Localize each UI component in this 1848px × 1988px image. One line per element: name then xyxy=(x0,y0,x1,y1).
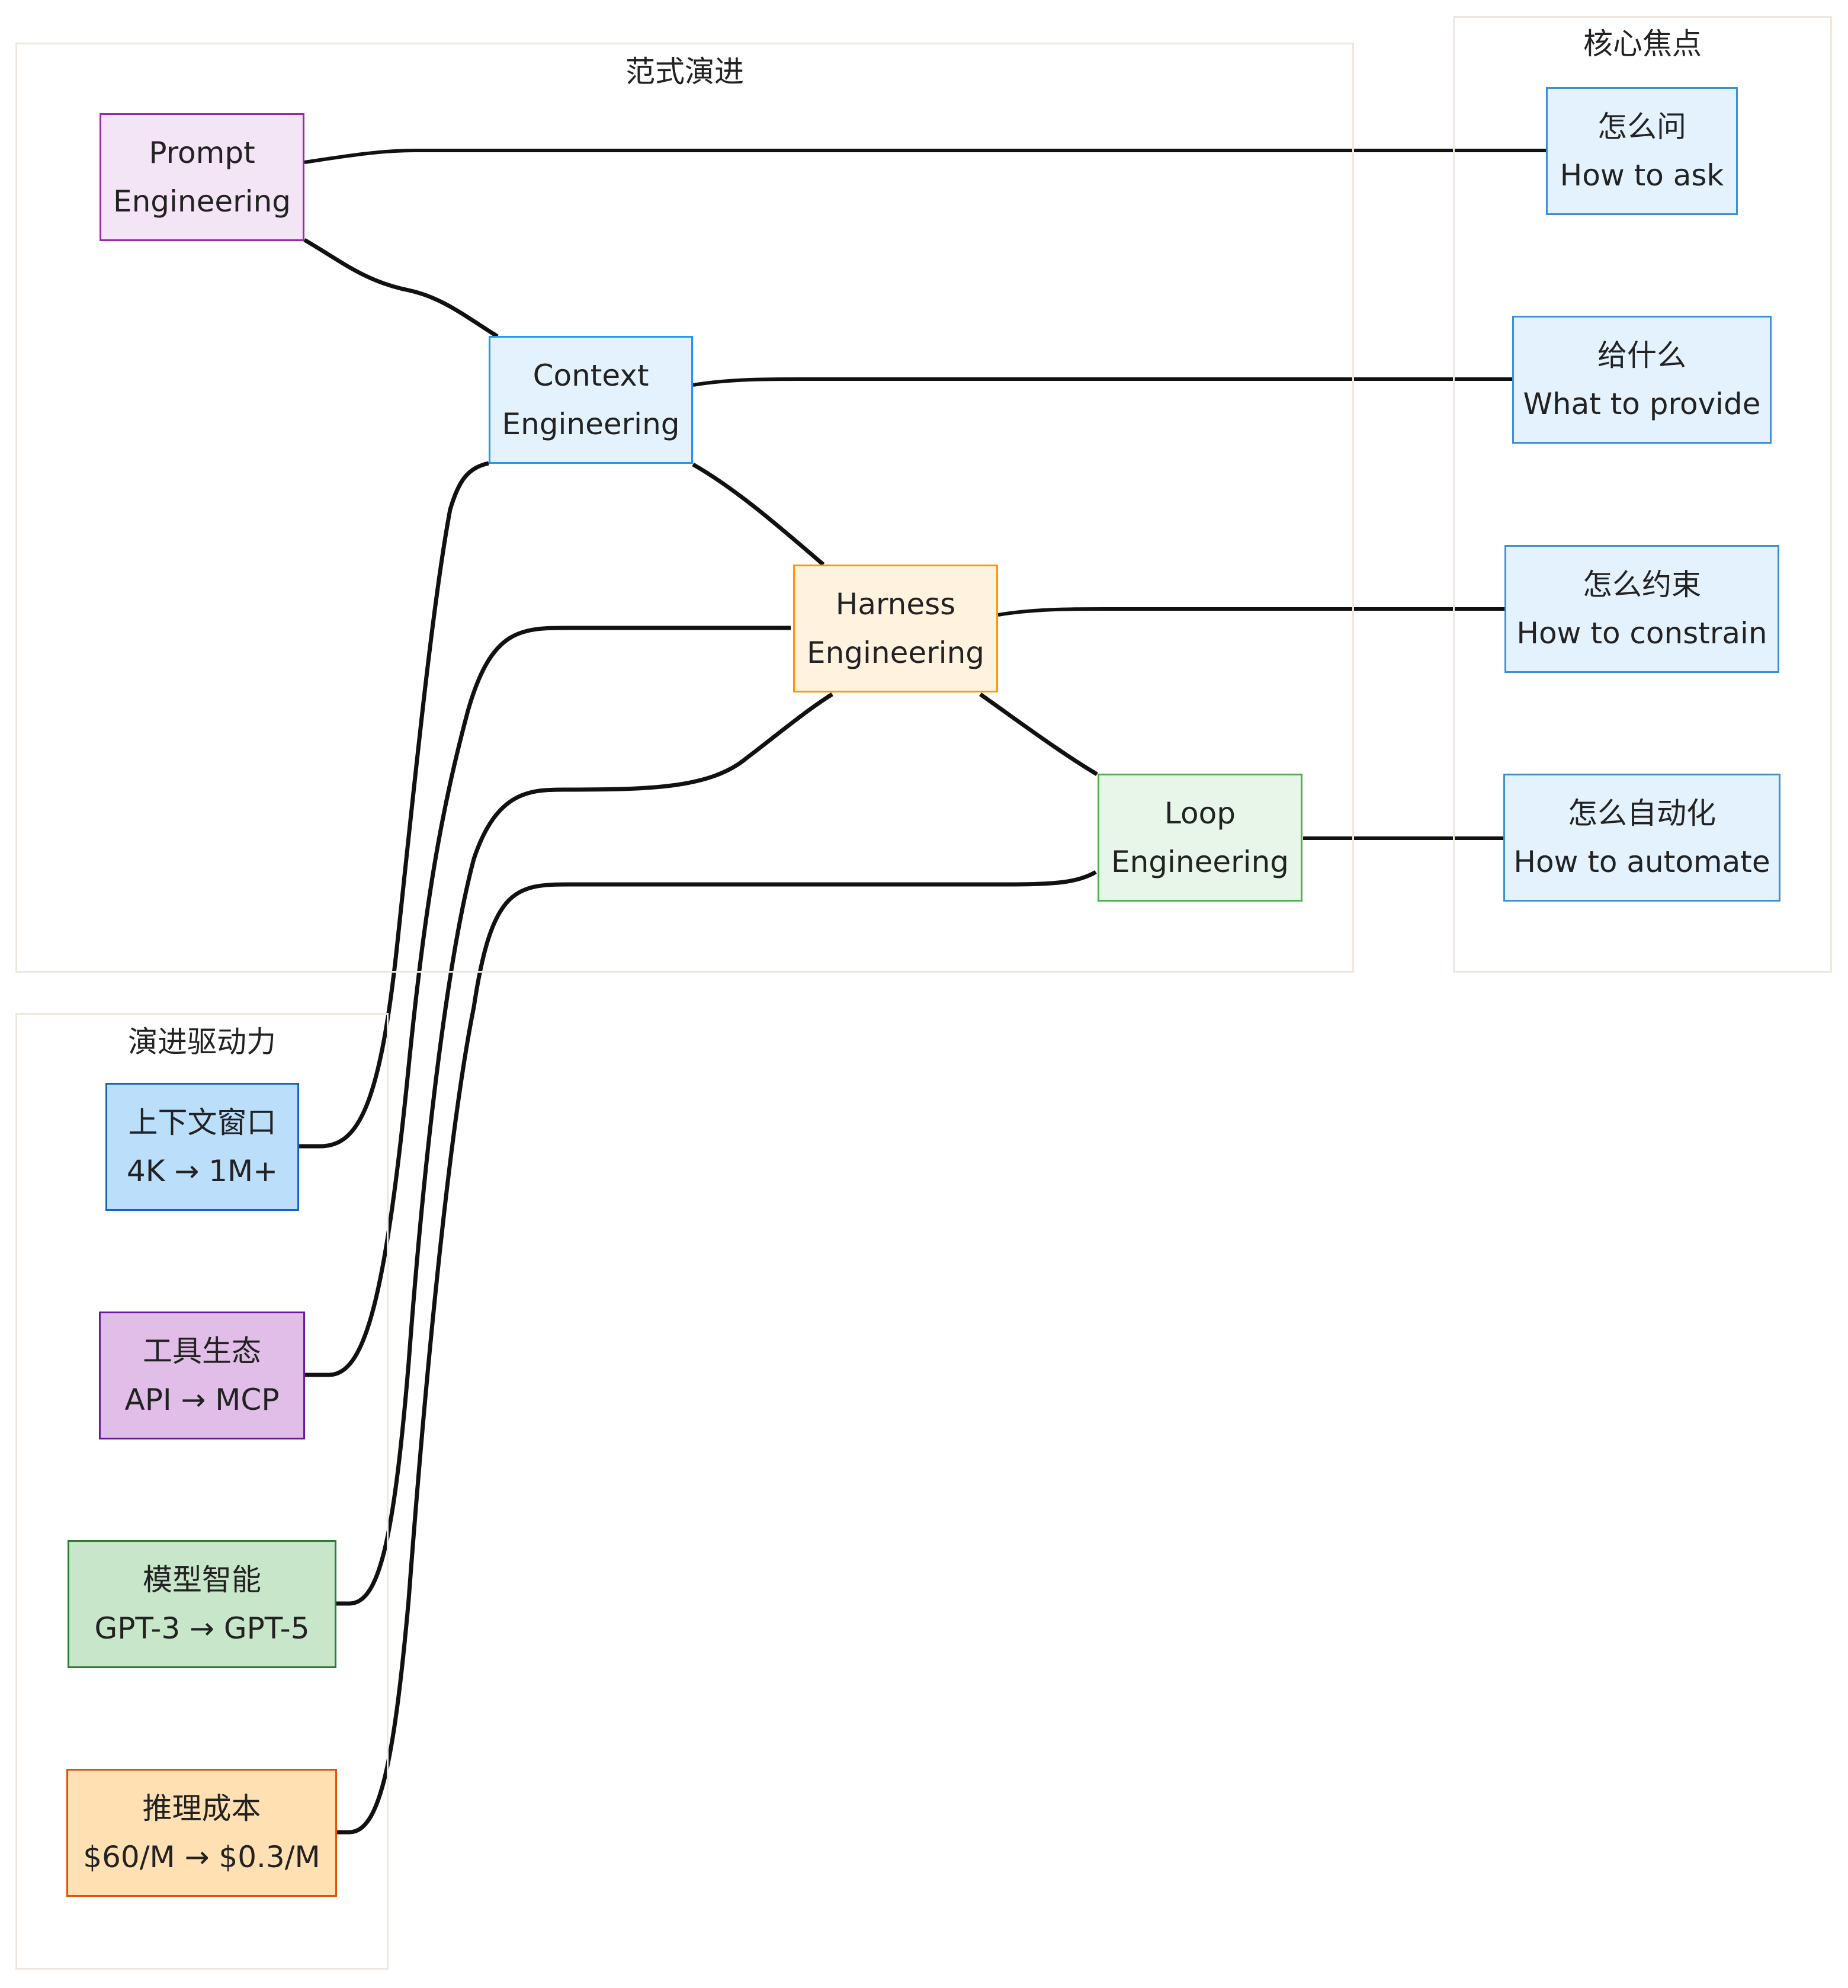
edge-prompt-to-context xyxy=(303,238,499,338)
node-line2: How to constrain xyxy=(1516,616,1767,650)
edge-window-to-context xyxy=(299,461,489,1149)
node-driver-context-window[interactable]: 上下文窗口 4K → 1M+ xyxy=(105,1083,299,1211)
cluster-title: 核心焦点 xyxy=(1583,27,1702,61)
edge-harness-to-constrain xyxy=(997,607,1506,617)
node-line1: 给什么 xyxy=(1597,338,1686,373)
node-line2: How to automate xyxy=(1513,845,1770,879)
edge-harness-to-loop xyxy=(978,692,1098,777)
node-driver-tool-ecosystem[interactable]: 工具生态 API → MCP xyxy=(99,1312,305,1439)
node-line2: GPT-3 → GPT-5 xyxy=(94,1611,310,1646)
node-context-engineering[interactable]: Context Engineering xyxy=(489,336,693,464)
node-line1: Loop xyxy=(1164,796,1236,831)
node-focus-how-to-constrain[interactable]: 怎么约束 How to constrain xyxy=(1504,545,1779,673)
node-harness-engineering[interactable]: Harness Engineering xyxy=(793,565,998,692)
edge-tools-to-harness xyxy=(305,626,791,1377)
node-focus-what-to-provide[interactable]: 给什么 What to provide xyxy=(1512,316,1772,444)
node-line2: What to provide xyxy=(1523,387,1761,421)
node-loop-engineering[interactable]: Loop Engineering xyxy=(1098,774,1302,902)
edge-cost-to-loop xyxy=(336,870,1097,1835)
edge-model-to-harness xyxy=(336,692,833,1606)
node-line2: $60/M → $0.3/M xyxy=(83,1840,320,1874)
node-line2: Engineering xyxy=(807,636,984,670)
edge-prompt-to-ask xyxy=(304,149,1547,164)
node-line1: 怎么问 xyxy=(1597,110,1686,144)
node-line1: 工具生态 xyxy=(143,1334,261,1368)
cluster-drivers: 演进驱动力 xyxy=(15,1013,389,1970)
node-prompt-engineering[interactable]: Prompt Engineering xyxy=(100,113,304,241)
cluster-core-focus: 核心焦点 xyxy=(1453,16,1832,973)
node-focus-how-to-ask[interactable]: 怎么问 How to ask xyxy=(1546,87,1738,215)
node-driver-inference-cost[interactable]: 推理成本 $60/M → $0.3/M xyxy=(66,1769,337,1897)
cluster-title: 范式演进 xyxy=(625,54,744,89)
node-line2: Engineering xyxy=(1111,845,1289,879)
cluster-paradigm-evolution: 范式演进 xyxy=(15,43,1354,973)
cluster-title: 演进驱动力 xyxy=(128,1025,276,1059)
node-line2: API → MCP xyxy=(124,1383,280,1417)
node-line2: Engineering xyxy=(502,407,680,441)
node-focus-how-to-automate[interactable]: 怎么自动化 How to automate xyxy=(1503,774,1780,902)
edge-context-to-provide xyxy=(692,377,1513,387)
node-line2: Engineering xyxy=(113,184,291,219)
node-line1: 模型智能 xyxy=(143,1563,261,1597)
node-line1: 怎么约束 xyxy=(1583,567,1701,602)
node-line1: 怎么自动化 xyxy=(1568,796,1716,831)
node-line1: Context xyxy=(532,358,649,393)
node-line1: Harness xyxy=(835,587,956,621)
node-line1: Prompt xyxy=(149,136,255,170)
node-line2: How to ask xyxy=(1560,158,1724,193)
node-line1: 上下文窗口 xyxy=(128,1105,277,1140)
node-line2: 4K → 1M+ xyxy=(126,1154,278,1188)
node-driver-model-intelligence[interactable]: 模型智能 GPT-3 → GPT-5 xyxy=(68,1540,336,1668)
node-line1: 推理成本 xyxy=(142,1791,261,1826)
edge-context-to-harness xyxy=(692,462,825,566)
